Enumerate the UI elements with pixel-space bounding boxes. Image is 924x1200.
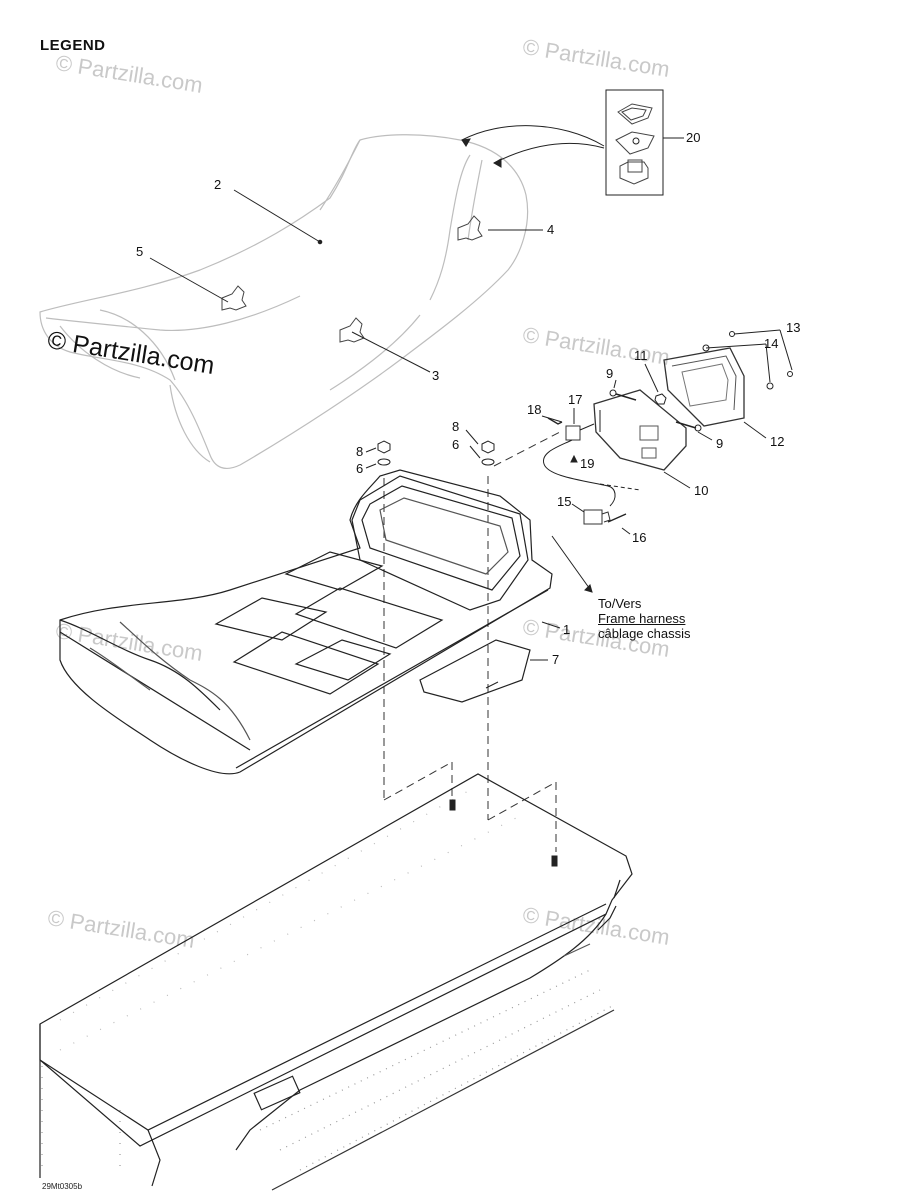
callout-10: 10 (694, 483, 708, 498)
callout-1: 1 (563, 622, 570, 637)
frame-tunnel (39, 773, 633, 1191)
seat-clip-5 (221, 285, 247, 311)
harness-note-line3: câblage chassis (598, 626, 691, 641)
callout-8-right: 8 (452, 419, 459, 434)
harness-note: To/Vers Frame harness câblage chassis (598, 596, 691, 641)
callout-9-top: 9 (606, 366, 613, 381)
callout-8-left: 8 (356, 444, 363, 459)
callout-20: 20 (686, 130, 700, 145)
callout-13: 13 (786, 320, 800, 335)
seat-base-tray (59, 469, 553, 775)
drawing-code: 29Mt0305b (42, 1182, 83, 1191)
callout-3: 3 (432, 368, 439, 383)
callout-12: 12 (770, 434, 784, 449)
callout-19: 19 (580, 456, 594, 471)
callout-5: 5 (136, 244, 143, 259)
callout-4: 4 (547, 222, 554, 237)
seat-outline (39, 134, 529, 469)
callout-16: 16 (632, 530, 646, 545)
legend-title: LEGEND (40, 37, 106, 54)
seat-clip-4 (457, 215, 483, 241)
callout-14: 14 (764, 336, 778, 351)
harness-note-line1: To/Vers (598, 596, 642, 611)
callout-18: 18 (527, 402, 541, 417)
callout-9-bottom: 9 (716, 436, 723, 451)
callout-17: 17 (568, 392, 582, 407)
tail-light-bracket (593, 389, 687, 471)
callout-15: 15 (557, 494, 571, 509)
callout-11: 11 (634, 348, 648, 363)
callout-6-left: 6 (356, 461, 363, 476)
callout-7: 7 (552, 652, 559, 667)
tail-light-housing (663, 347, 745, 427)
callout-2: 2 (214, 177, 221, 192)
callout-6-right: 6 (452, 437, 459, 452)
seat-clip-3 (339, 317, 365, 343)
harness-note-line2: Frame harness (598, 611, 686, 626)
skid-plate (419, 639, 531, 703)
